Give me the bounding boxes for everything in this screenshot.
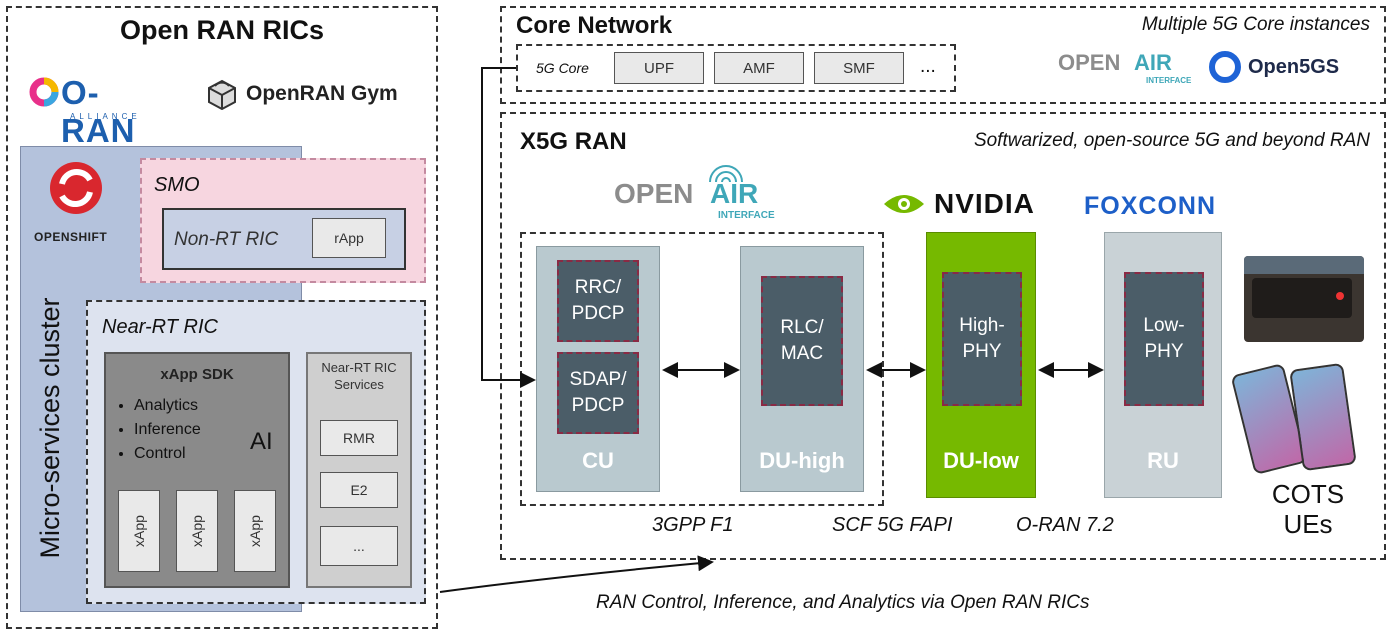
ric-title: Open RAN RICs (119, 14, 325, 45)
bullet-inference: Inference (134, 418, 201, 442)
core-oai-logo: OPEN AIR INTERFACE (1058, 40, 1198, 92)
openshift-icon (50, 162, 102, 214)
ran-subtitle: Softwarized, open-source 5G and beyond R… (973, 130, 1370, 151)
openshift-logo: OPENSHIFT (26, 160, 136, 250)
xapp-3-label: xApp (246, 515, 263, 547)
low-phy: Low- PHY (1124, 272, 1204, 406)
cots-ues-label: COTS UEs (1271, 479, 1345, 539)
nvidia-text: NVIDIA (934, 188, 1035, 219)
core-upf: UPF (614, 52, 704, 84)
oai-wave-icon (709, 165, 743, 183)
xapp-2-label: xApp (188, 515, 205, 547)
core-oai-air: AIR (1134, 50, 1172, 75)
radio-device-image (1244, 256, 1364, 342)
oran-logo-text: O-RAN (61, 74, 136, 149)
if-f1-label: 3GPP F1 (652, 514, 734, 536)
non-rt-ric-label: Non-RT RIC (174, 229, 279, 250)
service-more: ... (320, 526, 398, 566)
oran-alliance-text: ALLIANCE (70, 112, 141, 121)
core-5g-label: 5G Core (536, 60, 589, 76)
bullet-analytics: Analytics (134, 394, 201, 418)
service-rmr: RMR (320, 420, 398, 456)
core-more: ... (920, 56, 936, 77)
rrc-pdcp: RRC/ PDCP (557, 260, 639, 342)
open5gs-text: Open5GS (1248, 56, 1340, 78)
sdk-bullets: Analytics Inference Control (112, 394, 201, 466)
caption: RAN Control, Inference, and Analytics vi… (596, 592, 1090, 613)
if-fapi-label: SCF 5G FAPI (832, 514, 953, 536)
service-e2: E2 (320, 472, 398, 508)
ran-oai-air: AIR (710, 178, 759, 209)
bullet-control: Control (134, 442, 201, 466)
cluster-label: Micro-services cluster (34, 297, 65, 559)
core-smf: SMF (814, 52, 904, 84)
openran-gym-logo: OpenRAN Gym (206, 78, 426, 112)
xapp-3: xApp (234, 490, 276, 572)
foxconn-logo: FOXCONN (1084, 192, 1216, 220)
open5gs-ring-icon (1209, 51, 1241, 83)
gym-cube-icon (208, 79, 236, 110)
core-panel (500, 6, 1386, 104)
du-high-label: DU-high (759, 448, 845, 473)
xapp-1: xApp (118, 490, 160, 572)
sdap-pdcp: SDAP/ PDCP (557, 352, 639, 434)
rlc-mac: RLC/ MAC (761, 276, 843, 406)
high-phy: High- PHY (942, 272, 1022, 406)
nvidia-logo: NVIDIA (882, 188, 1062, 224)
oran-ring-icon (29, 77, 59, 107)
du-low-label: DU-low (943, 448, 1019, 473)
core-amf: AMF (714, 52, 804, 84)
ru-label: RU (1147, 448, 1179, 473)
ric-panel (6, 6, 438, 629)
ran-oai-open: OPEN (614, 178, 694, 209)
core-subtitle: Multiple 5G Core instances (1141, 14, 1370, 35)
ric-ran-arrow (439, 555, 714, 593)
gym-logo-text: OpenRAN Gym (246, 82, 398, 105)
nvidia-eye-icon (884, 195, 924, 213)
core-oai-interface: INTERFACE (1146, 76, 1192, 85)
core-title: Core Network (516, 12, 673, 39)
ran-title: X5G RAN (520, 128, 627, 155)
xapp-1-label: xApp (130, 515, 147, 547)
xapp-2: xApp (176, 490, 218, 572)
cu-label: CU (582, 448, 614, 473)
ran-oai-logo: OPEN AIR INTERFACE (614, 158, 794, 222)
smo-label: SMO (154, 174, 200, 196)
xapp-sdk-title: xApp SDK (160, 365, 234, 383)
services-title: Near-RT RIC Services (321, 360, 397, 392)
ai-label: AI (250, 428, 273, 455)
oran-logo: O-RAN ALLIANCE (28, 72, 158, 149)
core-oai-open: OPEN (1058, 50, 1121, 75)
phones-image (1230, 362, 1368, 476)
rapp-chip: rApp (312, 218, 386, 258)
if-oran-label: O-RAN 7.2 (1016, 514, 1114, 536)
ran-oai-interface: INTERFACE (718, 210, 775, 221)
near-rt-ric-label: Near-RT RIC (102, 316, 218, 338)
openshift-text: OPENSHIFT (34, 230, 108, 244)
open5gs-logo: Open5GS (1208, 50, 1368, 90)
